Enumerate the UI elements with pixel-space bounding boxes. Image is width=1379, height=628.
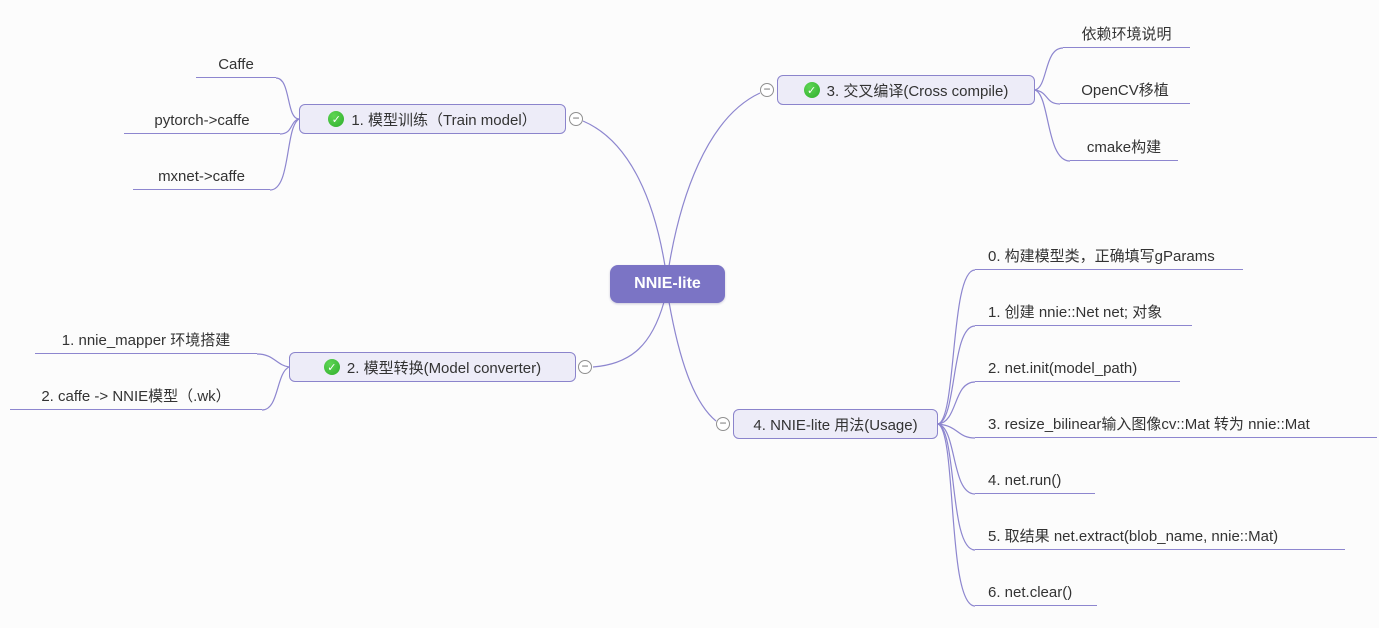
task-complete-icon: ✓ xyxy=(328,111,345,127)
branch-node-usage[interactable]: 4. NNIE-lite 用法(Usage) xyxy=(733,409,938,439)
child-node[interactable]: 0. 构建模型类，正确填写gParams xyxy=(975,246,1243,270)
child-node[interactable]: OpenCV移植 xyxy=(1060,80,1190,104)
connector-root-to-branch2 xyxy=(592,301,665,368)
connector-branch4-child xyxy=(937,423,976,551)
connector-branch2-child xyxy=(261,366,290,411)
connector-branch4-child xyxy=(937,423,976,439)
branch-label: 4. NNIE-lite 用法(Usage) xyxy=(753,416,918,434)
collapse-button[interactable]: − xyxy=(569,112,583,126)
connector-branch4-child xyxy=(937,269,976,425)
task-complete-icon: ✓ xyxy=(803,82,820,98)
child-node[interactable]: pytorch->caffe xyxy=(124,110,280,134)
child-node[interactable]: 5. 取结果 net.extract(blob_name, nnie::Mat) xyxy=(975,526,1345,550)
child-node[interactable]: 2. caffe -> NNIE模型（.wk） xyxy=(10,386,262,410)
child-node[interactable]: 4. net.run() xyxy=(975,470,1095,494)
connector-root-to-branch4 xyxy=(668,301,717,422)
branch-node-model-converter[interactable]: ✓ 2. 模型转换(Model converter) xyxy=(289,352,576,382)
branch-node-cross-compile[interactable]: ✓ 3. 交叉编译(Cross compile) xyxy=(777,75,1035,105)
child-node[interactable]: 3. resize_bilinear输入图像cv::Mat 转为 nnie::M… xyxy=(975,414,1377,438)
connector-branch3-child xyxy=(1034,89,1061,105)
child-node[interactable]: 1. nnie_mapper 环境搭建 xyxy=(35,330,257,354)
connector-branch4-child xyxy=(937,381,976,425)
child-node[interactable]: 2. net.init(model_path) xyxy=(975,358,1180,382)
connector-branch4-child xyxy=(937,423,976,495)
collapse-button[interactable]: − xyxy=(578,360,592,374)
child-node[interactable]: 依赖环境说明 xyxy=(1063,24,1190,48)
collapse-button[interactable]: − xyxy=(760,83,774,97)
child-node[interactable]: 1. 创建 nnie::Net net; 对象 xyxy=(975,302,1192,326)
branch-label: 1. 模型训练（Train model） xyxy=(351,111,537,129)
root-node[interactable]: NNIE-lite xyxy=(610,265,725,303)
branch-label: 3. 交叉编译(Cross compile) xyxy=(826,82,1009,100)
connector-root-to-branch1 xyxy=(582,120,666,267)
connector-branch3-child xyxy=(1034,47,1064,91)
task-complete-icon: ✓ xyxy=(323,359,340,375)
child-node[interactable]: Caffe xyxy=(196,54,276,78)
connector-branch4-child xyxy=(937,325,976,425)
child-node[interactable]: 6. net.clear() xyxy=(975,582,1097,606)
branch-label: 2. 模型转换(Model converter) xyxy=(346,359,542,377)
child-node[interactable]: mxnet->caffe xyxy=(133,166,270,190)
collapse-button[interactable]: − xyxy=(716,417,730,431)
connector-branch4-child xyxy=(937,423,976,607)
child-node[interactable]: cmake构建 xyxy=(1070,137,1178,161)
branch-node-train-model[interactable]: ✓ 1. 模型训练（Train model） xyxy=(299,104,566,134)
root-label: NNIE-lite xyxy=(634,275,701,292)
connector-branch1-child xyxy=(279,118,300,135)
connector-branch2-child xyxy=(256,353,290,368)
connector-root-to-branch3 xyxy=(668,92,761,267)
